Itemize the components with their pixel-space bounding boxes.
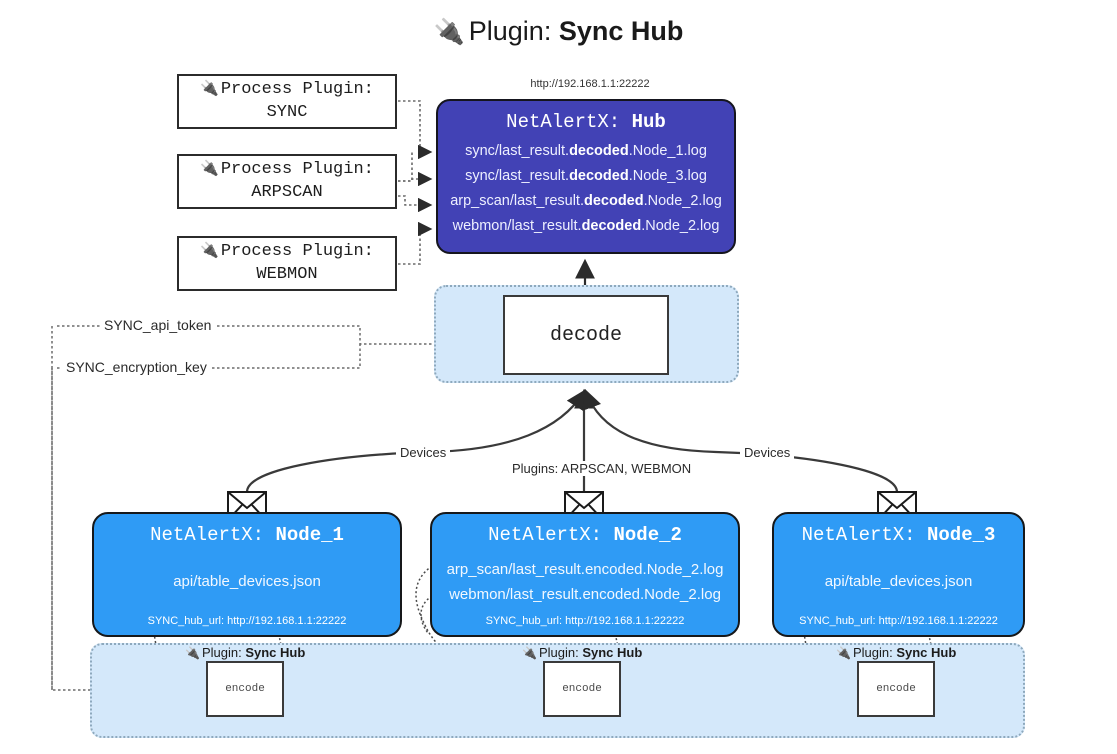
process-plugin-webmon[interactable]: 🔌Process Plugin: WEBMON xyxy=(177,236,397,291)
hub-header-name: Hub xyxy=(631,111,666,133)
edge-label-right-devices: Devices xyxy=(740,445,795,460)
plug-icon: 🔌 xyxy=(433,18,465,46)
node-header: NetAlertX: Node_2 xyxy=(488,524,682,546)
node-footer: SYNC_hub_url: http://192.168.1.1:22222 xyxy=(485,615,685,627)
node-row: webmon/last_result.encoded.Node_2.log xyxy=(449,586,721,603)
node-footer: SYNC_hub_url: http://192.168.1.1:22222 xyxy=(799,615,998,627)
node-row: arp_scan/last_result.encoded.Node_2.log xyxy=(446,560,724,578)
process-plugin-arpscan[interactable]: 🔌Process Plugin: ARPSCAN xyxy=(177,154,397,209)
hub-log-row: sync/last_result.decoded.Node_3.log xyxy=(465,167,707,184)
edge-label-center-plugins: Plugins: ARPSCAN, WEBMON xyxy=(508,461,696,476)
process-plugin-name: SYNC xyxy=(266,103,308,122)
encode-box-node-3[interactable]: encode xyxy=(857,661,935,717)
process-plugin-title: Process Plugin: xyxy=(220,160,374,180)
process-plugin-sync[interactable]: 🔌Process Plugin: SYNC xyxy=(177,74,397,129)
process-plugin-name: WEBMON xyxy=(256,265,318,284)
process-plugin-name: ARPSCAN xyxy=(251,183,323,202)
encoder-plugin-label: 🔌Plugin: Sync Hub xyxy=(185,645,306,660)
plug-icon: 🔌 xyxy=(185,646,200,660)
hub-node[interactable]: NetAlertX: Hub sync/last_result.decoded.… xyxy=(436,99,736,254)
encode-box-node-1[interactable]: encode xyxy=(206,661,284,717)
encoder-plugin-label: 🔌Plugin: Sync Hub xyxy=(836,645,957,660)
page-title-name: Sync Hub xyxy=(558,16,684,46)
sync-api-token-label: SYNC_api_token xyxy=(100,317,216,333)
hub-log-row: sync/last_result.decoded.Node_1.log xyxy=(465,143,707,159)
node-header: NetAlertX: Node_3 xyxy=(801,524,996,546)
process-plugin-title: Process Plugin: xyxy=(220,80,374,100)
hub-log-row: webmon/last_result.decoded.Node_2.log xyxy=(452,217,720,234)
hub-header-prefix: NetAlertX: xyxy=(506,111,621,133)
node-row: api/table_devices.json xyxy=(824,573,973,591)
hub-header: NetAlertX: Hub xyxy=(506,111,666,133)
encode-box-node-2[interactable]: encode xyxy=(543,661,621,717)
node-footer: SYNC_hub_url: http://192.168.1.1:22222 xyxy=(147,615,347,627)
page-title-prefix: Plugin: xyxy=(468,16,552,46)
process-plugin-title: Process Plugin: xyxy=(220,242,374,262)
plug-icon: 🔌 xyxy=(200,159,219,178)
hub-url-label: http://192.168.1.1:22222 xyxy=(530,78,650,90)
page-title: 🔌Plugin: Sync Hub xyxy=(0,16,1117,47)
node-2[interactable]: NetAlertX: Node_2 arp_scan/last_result.e… xyxy=(430,512,740,637)
node-row: api/table_devices.json xyxy=(173,573,321,591)
plug-icon: 🔌 xyxy=(836,646,851,660)
plug-icon: 🔌 xyxy=(200,241,219,260)
edge-label-left-devices: Devices xyxy=(396,445,451,460)
node-header: NetAlertX: Node_1 xyxy=(150,524,344,546)
sync-encryption-key-label: SYNC_encryption_key xyxy=(62,359,211,375)
node-3[interactable]: NetAlertX: Node_3 api/table_devices.json… xyxy=(772,512,1025,637)
encoder-plugin-label: 🔌Plugin: Sync Hub xyxy=(522,645,643,660)
decode-box[interactable]: decode xyxy=(503,295,669,375)
plug-icon: 🔌 xyxy=(522,646,537,660)
hub-log-row: arp_scan/last_result.decoded.Node_2.log xyxy=(450,192,722,209)
plug-icon: 🔌 xyxy=(200,79,219,98)
node-1[interactable]: NetAlertX: Node_1 api/table_devices.json… xyxy=(92,512,402,637)
